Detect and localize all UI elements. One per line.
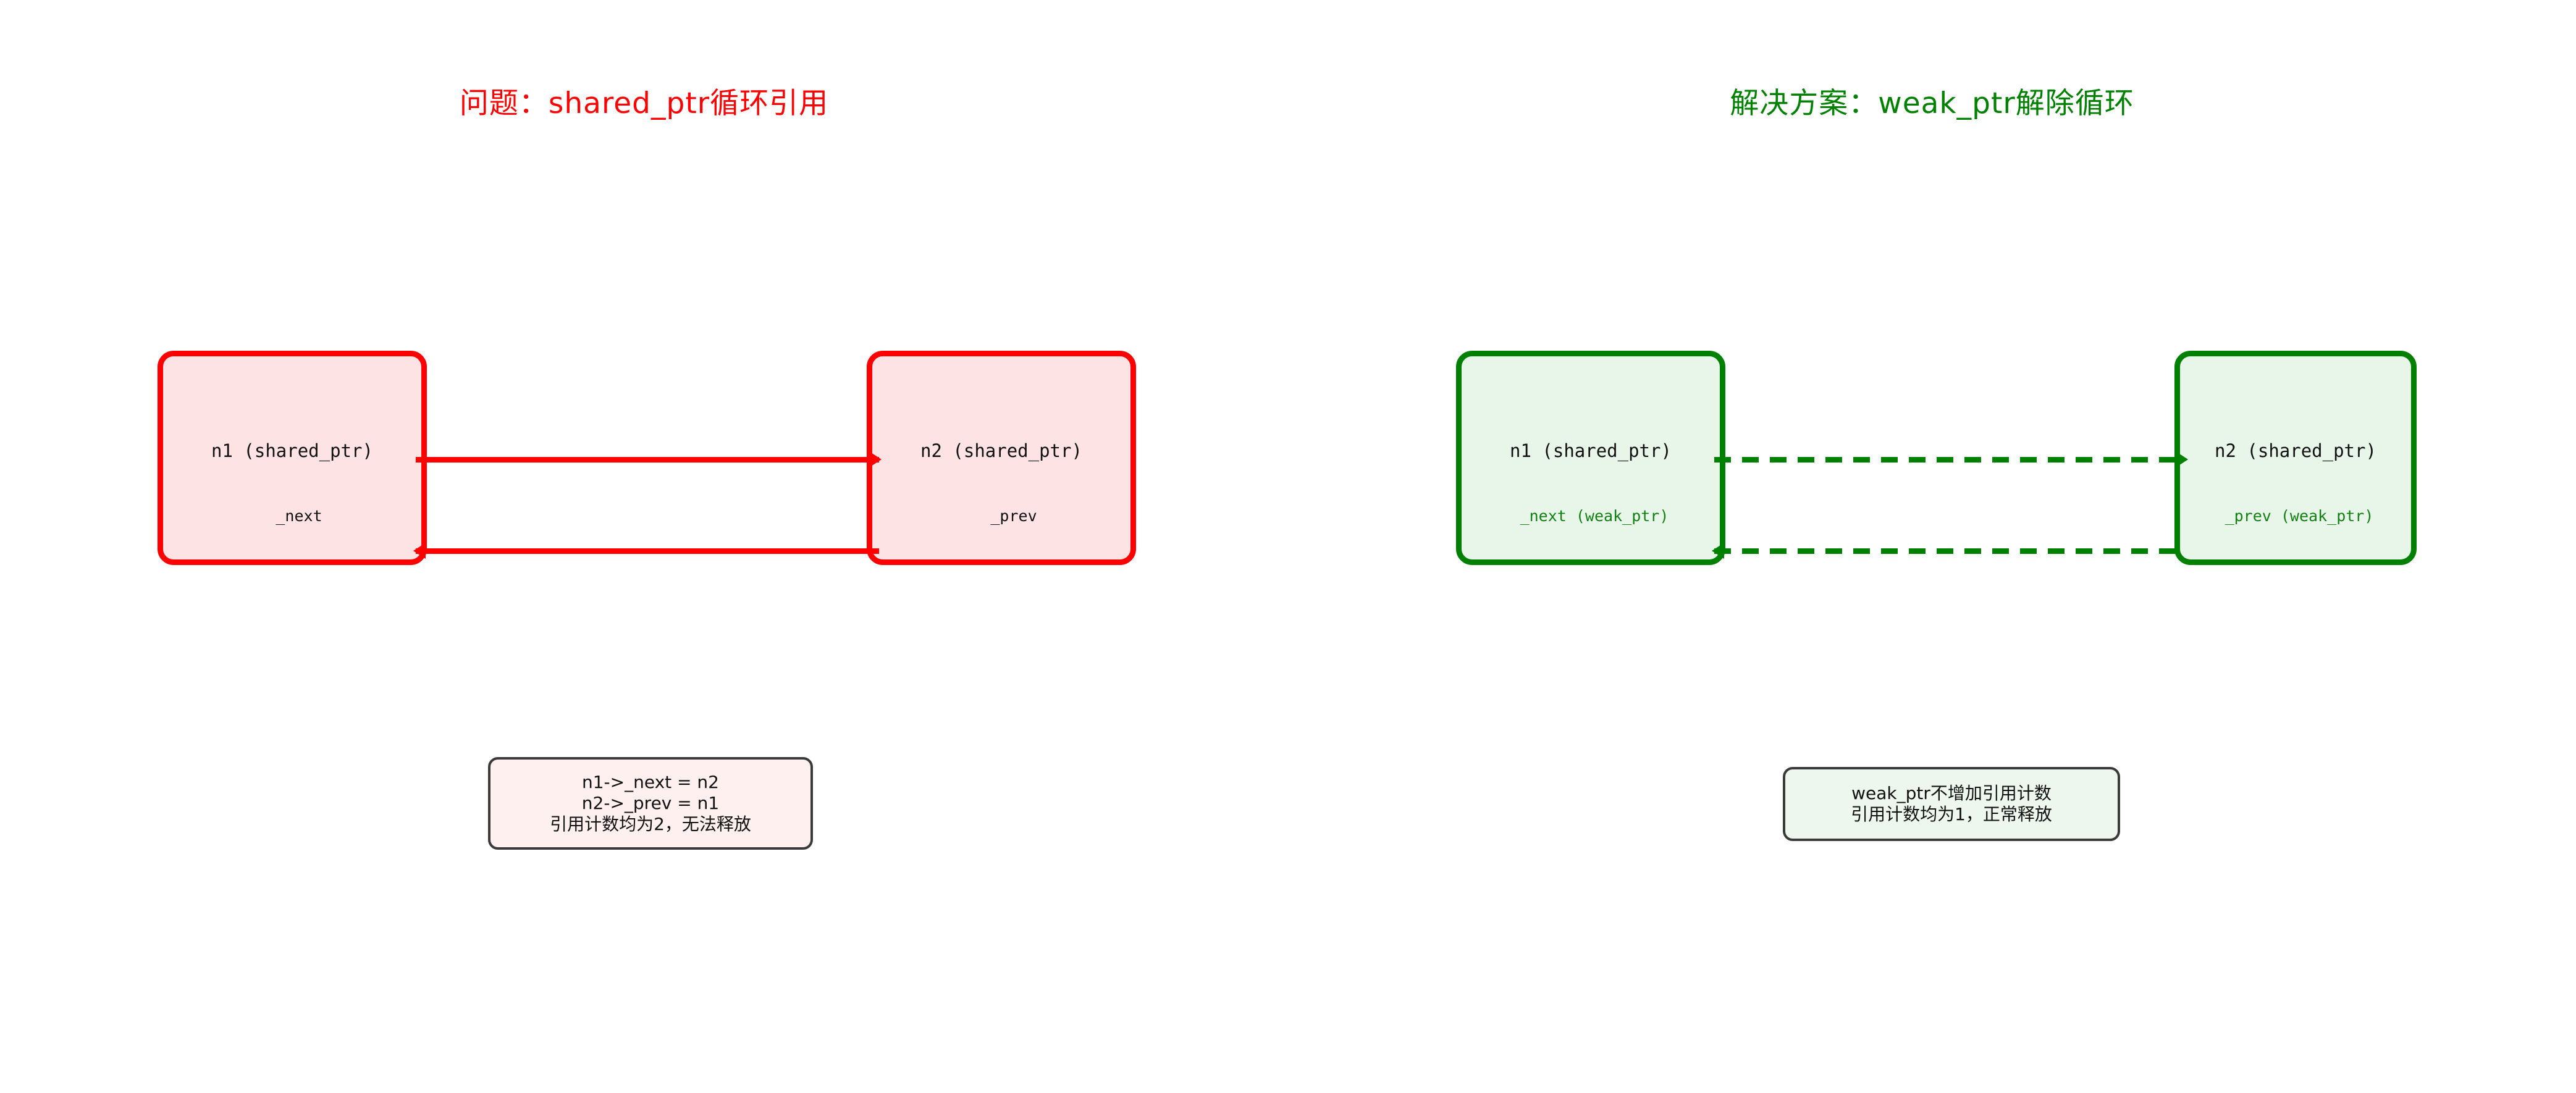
node-n2-weak-field-prev: _prev (weak_ptr) <box>2225 507 2374 525</box>
edge-shaft <box>416 548 879 554</box>
solution-note-line-1: weak_ptr不增加引用计数 <box>1851 782 2052 803</box>
arrowhead-left-icon <box>1712 543 1724 559</box>
problem-note: n1->_next = n2 n2->_prev = n1 引用计数均为2，无法… <box>488 757 813 850</box>
node-n1-weak-shared-ptr: n1 (shared_ptr) _next (weak_ptr) <box>1456 351 1725 565</box>
problem-note-line-3: 引用计数均为2，无法释放 <box>550 814 751 835</box>
edge-shaft-dashed <box>1714 457 2186 463</box>
node-n2-shared-ptr: n2 (shared_ptr) _prev <box>867 351 1136 565</box>
node-n2-weak-title: n2 (shared_ptr) <box>2215 440 2376 461</box>
solution-note-line-2: 引用计数均为1，正常释放 <box>1851 804 2052 824</box>
edge-shaft <box>416 457 879 463</box>
problem-note-line-1: n1->_next = n2 <box>582 771 719 792</box>
arrowhead-right-icon <box>869 451 882 467</box>
node-n1-weak-field-next: _next (weak_ptr) <box>1520 507 1669 525</box>
arrowhead-left-icon <box>413 543 426 559</box>
solution-panel-title: 解决方案：weak_ptr解除循环 <box>1730 86 2134 120</box>
node-n2-weak-shared-ptr: n2 (shared_ptr) _prev (weak_ptr) <box>2174 351 2417 565</box>
node-n2-shared-ptr-title: n2 (shared_ptr) <box>920 440 1082 461</box>
edge-shaft-dashed <box>1714 548 2186 554</box>
solution-panel: 解决方案：weak_ptr解除循环 <box>1288 0 2576 1093</box>
problem-note-line-2: n2->_prev = n1 <box>581 792 720 813</box>
problem-panel-title: 问题：shared_ptr循环引用 <box>459 86 829 120</box>
solution-note: weak_ptr不增加引用计数 引用计数均为1，正常释放 <box>1783 767 2120 841</box>
node-n2-shared-ptr-field-prev: _prev <box>990 507 1037 525</box>
node-n1-shared-ptr-field-next: _next <box>276 507 322 525</box>
node-n1-weak-title: n1 (shared_ptr) <box>1510 440 1672 461</box>
node-n1-shared-ptr-title: n1 (shared_ptr) <box>211 440 373 461</box>
arrowhead-right-icon <box>2176 451 2188 467</box>
problem-panel: 问题：shared_ptr循环引用 n1 (shared_ptr) _next … <box>158 86 1136 850</box>
node-n1-shared-ptr: n1 (shared_ptr) _next <box>158 351 427 565</box>
